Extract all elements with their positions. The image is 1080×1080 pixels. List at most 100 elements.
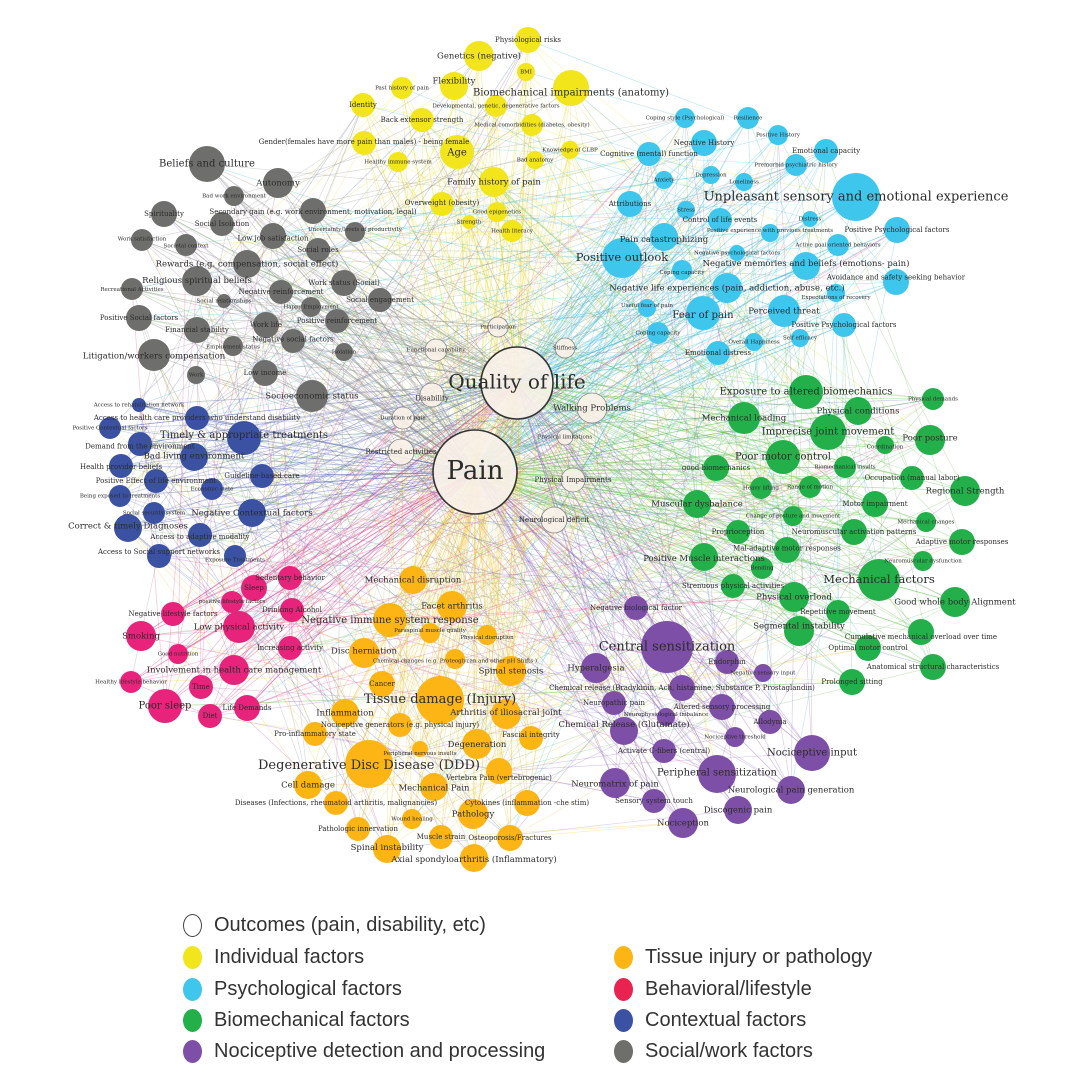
edge [272, 235, 476, 473]
node-label: Attributions [608, 200, 652, 208]
legend-label: Social/work factors [645, 1040, 813, 1062]
node-label: Paraspinal muscle quality [394, 628, 467, 634]
individual-swatch-icon [183, 946, 202, 969]
node-label: Disability [415, 395, 449, 403]
edge [155, 480, 511, 839]
edge [163, 213, 668, 648]
edge [435, 55, 480, 351]
edge [164, 471, 476, 707]
edge [505, 159, 536, 715]
edge [231, 382, 518, 603]
edge [421, 119, 476, 473]
edge [164, 705, 655, 802]
node-biomechanical [726, 520, 750, 544]
node-label: Resilience [734, 116, 763, 122]
edge [497, 218, 811, 328]
node-psychological [602, 238, 642, 278]
node-social [335, 343, 353, 361]
edge [474, 417, 745, 473]
edge [344, 712, 532, 739]
edge [153, 512, 370, 765]
edge [196, 329, 518, 384]
node-individual [553, 70, 589, 106]
edge [474, 471, 853, 683]
node-label: Negative Contextual factors [191, 509, 312, 519]
node-nociceptive [657, 708, 675, 726]
edge [516, 124, 533, 384]
edge [474, 471, 880, 581]
node-label: Control of life events [683, 216, 758, 224]
edge [516, 382, 718, 775]
edge [474, 471, 739, 811]
node-label: Emotional capacity [792, 147, 860, 155]
node-tissue [429, 825, 453, 849]
node-label: Neuromatrix of pain [571, 780, 659, 790]
node-tissue [458, 799, 488, 829]
node-biomechanical [922, 388, 944, 410]
edge [261, 219, 721, 477]
edge [570, 87, 718, 775]
edge [312, 210, 518, 384]
edge [158, 555, 734, 587]
edge [193, 456, 927, 523]
edge [343, 282, 437, 351]
edge [131, 288, 739, 533]
edge [362, 104, 476, 473]
edge [681, 269, 934, 668]
edge [663, 179, 811, 220]
edge [809, 486, 813, 754]
edge [362, 104, 857, 198]
edge [246, 263, 869, 649]
node-individual [440, 135, 474, 169]
node-behavioral [198, 704, 222, 728]
node-label: Activate C-fibers (central) [617, 747, 710, 755]
edge [363, 85, 455, 144]
edge [206, 163, 356, 233]
node-label: Smoking [122, 632, 160, 642]
node-social [253, 312, 279, 338]
node-label: Bad living environment [144, 452, 245, 462]
node-tissue [491, 699, 521, 729]
edge [433, 471, 476, 788]
node-label: Being exposed to treatments [80, 494, 160, 500]
node-label: Neuromuscular activation patterns [792, 528, 917, 536]
node-psychological [802, 211, 818, 227]
edge [421, 119, 922, 633]
node-tissue [514, 790, 540, 816]
edge [474, 471, 739, 533]
edge [473, 471, 476, 859]
node-label: Spinal instability [351, 843, 424, 853]
node-label: Sensory system touch [615, 797, 693, 805]
edge [516, 149, 571, 384]
edge [312, 104, 364, 212]
node-label: Coping capacity [660, 270, 706, 276]
edge [238, 531, 739, 628]
edge [199, 39, 529, 536]
edge [572, 479, 705, 558]
edge [516, 382, 855, 533]
node-individual [352, 131, 376, 155]
edge [335, 596, 795, 804]
edge [311, 211, 498, 397]
node-biomechanical [721, 574, 745, 598]
node-label: Restricted activities [365, 448, 437, 456]
node-label: Chemical release (Bradykinin, Ach, hista… [549, 684, 815, 692]
edge [516, 382, 800, 632]
edge [196, 329, 202, 688]
node-label: Unpleasant sensory and emotional experie… [704, 190, 1009, 205]
node-psychological [712, 273, 742, 303]
node-tissue [462, 729, 492, 759]
node-nociceptive [652, 739, 676, 763]
edge [196, 134, 779, 282]
node-label: Wound healing [391, 817, 433, 823]
edge [474, 310, 785, 473]
edge [312, 210, 476, 473]
edge [238, 596, 795, 628]
edge [510, 670, 655, 802]
node-label: Distress [799, 217, 822, 223]
node-nociceptive [581, 653, 611, 683]
outcome-swatch-icon [183, 914, 202, 937]
node-biomechanical [862, 491, 888, 517]
node-tissue [331, 699, 359, 727]
node-biomechanical [913, 551, 933, 571]
